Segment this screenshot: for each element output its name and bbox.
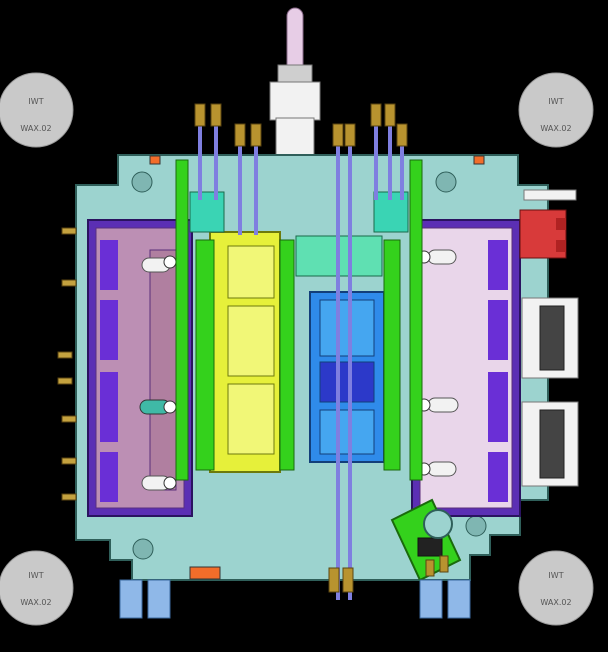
- angled-lifter-assembly: [390, 498, 462, 582]
- left-slide-assembly: [195, 231, 295, 473]
- water-fittings-bottom: [328, 567, 354, 593]
- corner-plate-bottom-left-line2: WAX.02: [20, 598, 51, 607]
- top-guide-block: [175, 159, 423, 481]
- leader-pins-bottom: [119, 579, 471, 619]
- corner-plate-top-left: IWT WAX.02: [0, 72, 74, 148]
- corner-plate-bottom-right-line2: WAX.02: [540, 598, 571, 607]
- sprue-bushing: [269, 7, 321, 159]
- water-fittings-top: [194, 103, 408, 147]
- corner-plate-bottom-left-line1: IWT: [28, 571, 43, 580]
- right-connector-block-upper: [521, 297, 579, 379]
- left-cavity-block: [87, 219, 193, 517]
- corner-plate-bottom-right: IWT WAX.02: [518, 550, 594, 626]
- corner-plate-top-right-line1: IWT: [548, 97, 563, 106]
- side-fittings-left: [57, 227, 77, 501]
- corner-plate-bottom-left: IWT WAX.02: [0, 550, 74, 626]
- right-connector-red: [519, 189, 577, 259]
- right-connector-block-lower: [521, 401, 579, 487]
- corner-plate-top-right-line2: WAX.02: [540, 124, 571, 133]
- corner-plate-top-left-line2: WAX.02: [20, 124, 51, 133]
- right-cavity-block: [411, 219, 521, 517]
- corner-plate-top-right: IWT WAX.02: [518, 72, 594, 148]
- corner-plate-bottom-right-line1: IWT: [548, 571, 563, 580]
- corner-plate-top-left-line1: IWT: [28, 97, 43, 106]
